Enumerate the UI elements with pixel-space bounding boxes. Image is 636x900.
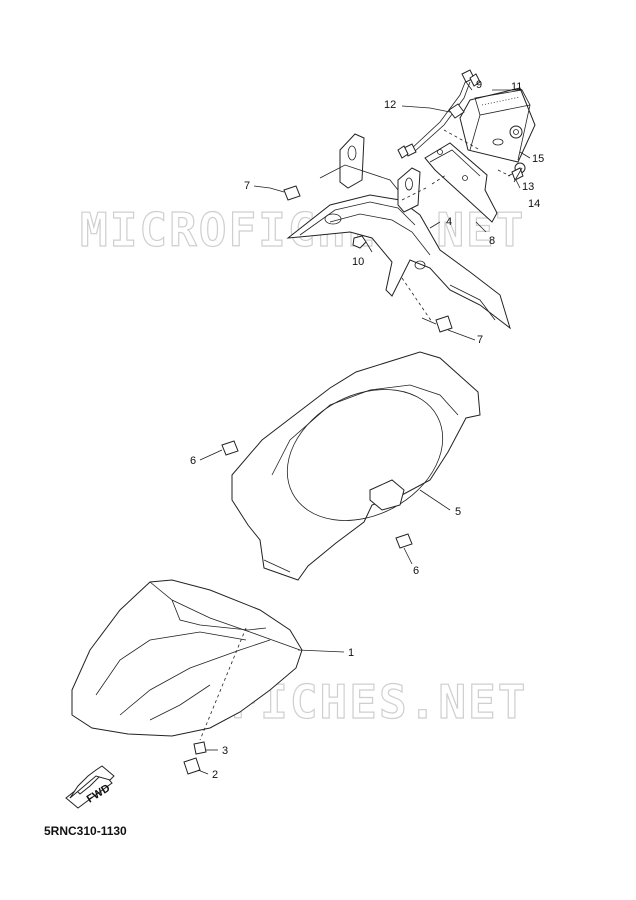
license-bracket bbox=[424, 142, 498, 223]
rear-fender-assembly bbox=[286, 133, 511, 330]
callout-14: 14 bbox=[528, 198, 540, 210]
callout-8: 8 bbox=[489, 235, 495, 247]
callout-3: 3 bbox=[222, 745, 228, 757]
fwd-arrow: FWD bbox=[65, 765, 115, 809]
callout-12: 12 bbox=[384, 99, 396, 111]
inner-fender bbox=[221, 351, 481, 581]
callout-13: 13 bbox=[522, 181, 534, 193]
callout-7-lower: 7 bbox=[477, 334, 483, 346]
callout-11: 11 bbox=[511, 81, 522, 93]
callout-10: 10 bbox=[352, 256, 364, 268]
callout-4: 4 bbox=[446, 216, 452, 228]
wire-harness bbox=[397, 69, 481, 159]
tail-light bbox=[459, 87, 536, 163]
callout-15: 15 bbox=[532, 153, 544, 165]
callout-6-right: 6 bbox=[413, 565, 419, 577]
callout-1: 1 bbox=[348, 647, 354, 659]
callouts: 11 9 12 15 13 14 7 4 8 10 7 6 5 6 1 3 2 bbox=[190, 79, 544, 781]
callout-5: 5 bbox=[455, 506, 461, 518]
callout-7-upper: 7 bbox=[244, 180, 250, 192]
fasteners-upper bbox=[269, 162, 526, 333]
leader-lines bbox=[197, 81, 531, 775]
callout-9: 9 bbox=[476, 79, 482, 91]
callout-6-left: 6 bbox=[190, 455, 196, 467]
callout-2: 2 bbox=[212, 769, 218, 781]
diagram-code: 5RNC310-1130 bbox=[44, 824, 127, 838]
front-fender bbox=[71, 579, 303, 775]
